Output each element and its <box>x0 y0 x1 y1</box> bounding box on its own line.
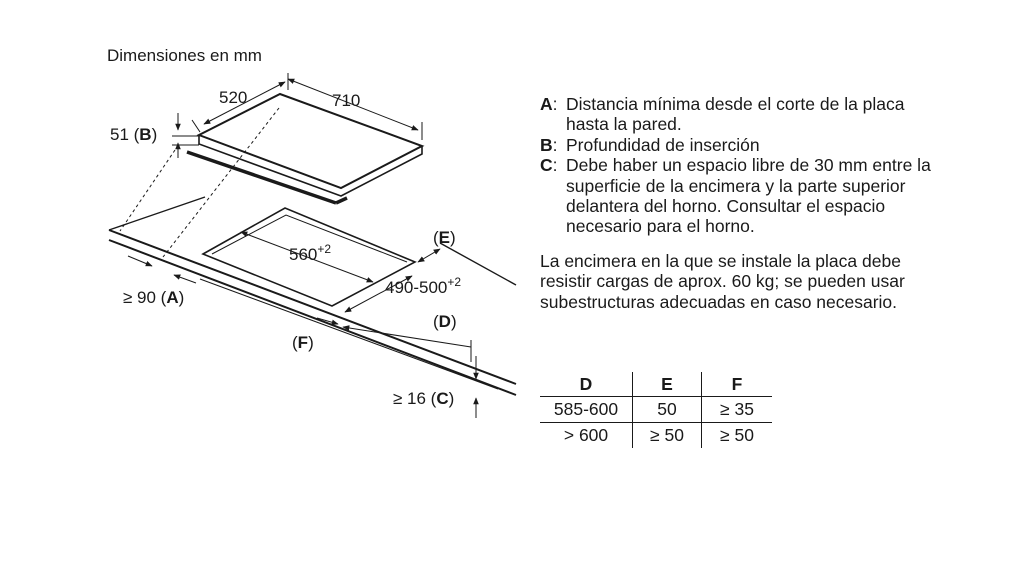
countertop-front-shadow <box>199 278 499 390</box>
dim-520-line <box>203 81 286 125</box>
table-cell: 50 <box>632 396 702 423</box>
table-row: > 600 ≥ 50 ≥ 50 <box>540 422 772 448</box>
legend-key: C <box>540 155 553 176</box>
table-header: E <box>632 372 702 397</box>
table-cell: ≥ 50 <box>632 422 702 448</box>
spec-table: D E F 585-600 50 ≥ 35 > 600 ≥ 50 ≥ 50 <box>540 372 772 448</box>
dim-710-line <box>287 78 419 131</box>
dim-a-line-right <box>173 274 197 284</box>
table-cell: > 600 <box>563 425 609 445</box>
legend-item-c: C: Debe haber un espacio libre de 30 mm … <box>540 155 940 237</box>
table-row: 585-600 50 ≥ 35 <box>540 396 772 423</box>
table-header-row: D E F <box>540 372 772 397</box>
dim-e-label: (E) <box>433 228 456 247</box>
hob-top-surface <box>196 92 425 190</box>
countertop-back-edge <box>108 196 206 231</box>
cutout-outline <box>201 207 417 307</box>
countertop-front-bottom-edge <box>108 239 517 396</box>
cutout-dimensions <box>127 231 479 418</box>
legend-item-b: B: Profundidad de inserción <box>540 135 940 155</box>
dim-a-line <box>127 255 153 267</box>
table-cell: ≥ 50 <box>701 422 772 448</box>
hob-dimensions <box>172 73 423 158</box>
dim-490-label: 490-500+2 <box>385 275 461 297</box>
countertop <box>108 196 517 396</box>
dim-d-label: (D) <box>433 312 457 331</box>
hob-underside-bar-right <box>335 196 348 205</box>
hob-underside-bar <box>186 150 337 205</box>
dim-560-label: 560+2 <box>289 242 331 264</box>
diagram-title: Dimensiones en mm <box>107 46 262 65</box>
dim-f-label: (F) <box>292 333 314 352</box>
legend-item-a: A: Distancia mínima desde el corte de la… <box>540 94 940 135</box>
countertop-front-top-edge <box>108 229 517 385</box>
legend: A: Distancia mínima desde el corte de la… <box>540 94 940 312</box>
hob-front-edge <box>198 135 423 197</box>
legend-text: Profundidad de inserción <box>566 134 760 155</box>
dim-e-line <box>417 248 441 263</box>
dim-a-label: ≥ 90 (A) <box>123 288 184 307</box>
hob <box>186 92 425 205</box>
dim-710-label: 710 <box>332 91 360 110</box>
legend-key: B <box>540 134 553 155</box>
table-header: D <box>540 372 633 397</box>
dim-d-line <box>342 325 472 348</box>
countertop-back-edge-right <box>439 242 517 286</box>
dim-490-line <box>344 275 413 313</box>
table-cell: 585-600 <box>540 396 633 423</box>
dim-560-line <box>240 231 374 283</box>
table-header: F <box>701 372 772 397</box>
table-cell: ≥ 35 <box>701 396 772 423</box>
dim-c-label: ≥ 16 (C) <box>393 389 454 408</box>
alignment-guides <box>119 107 280 258</box>
dim-f-line <box>316 317 339 325</box>
dim-51-label: 51 (B) <box>110 125 157 144</box>
legend-text: Distancia mínima desde el corte de la pl… <box>566 94 905 135</box>
load-note: La encimera en la que se instale la plac… <box>540 250 905 312</box>
legend-key: A <box>540 94 553 114</box>
legend-text: Debe haber un espacio libre de 30 mm ent… <box>566 155 931 237</box>
dim-520-label: 520 <box>219 88 247 107</box>
